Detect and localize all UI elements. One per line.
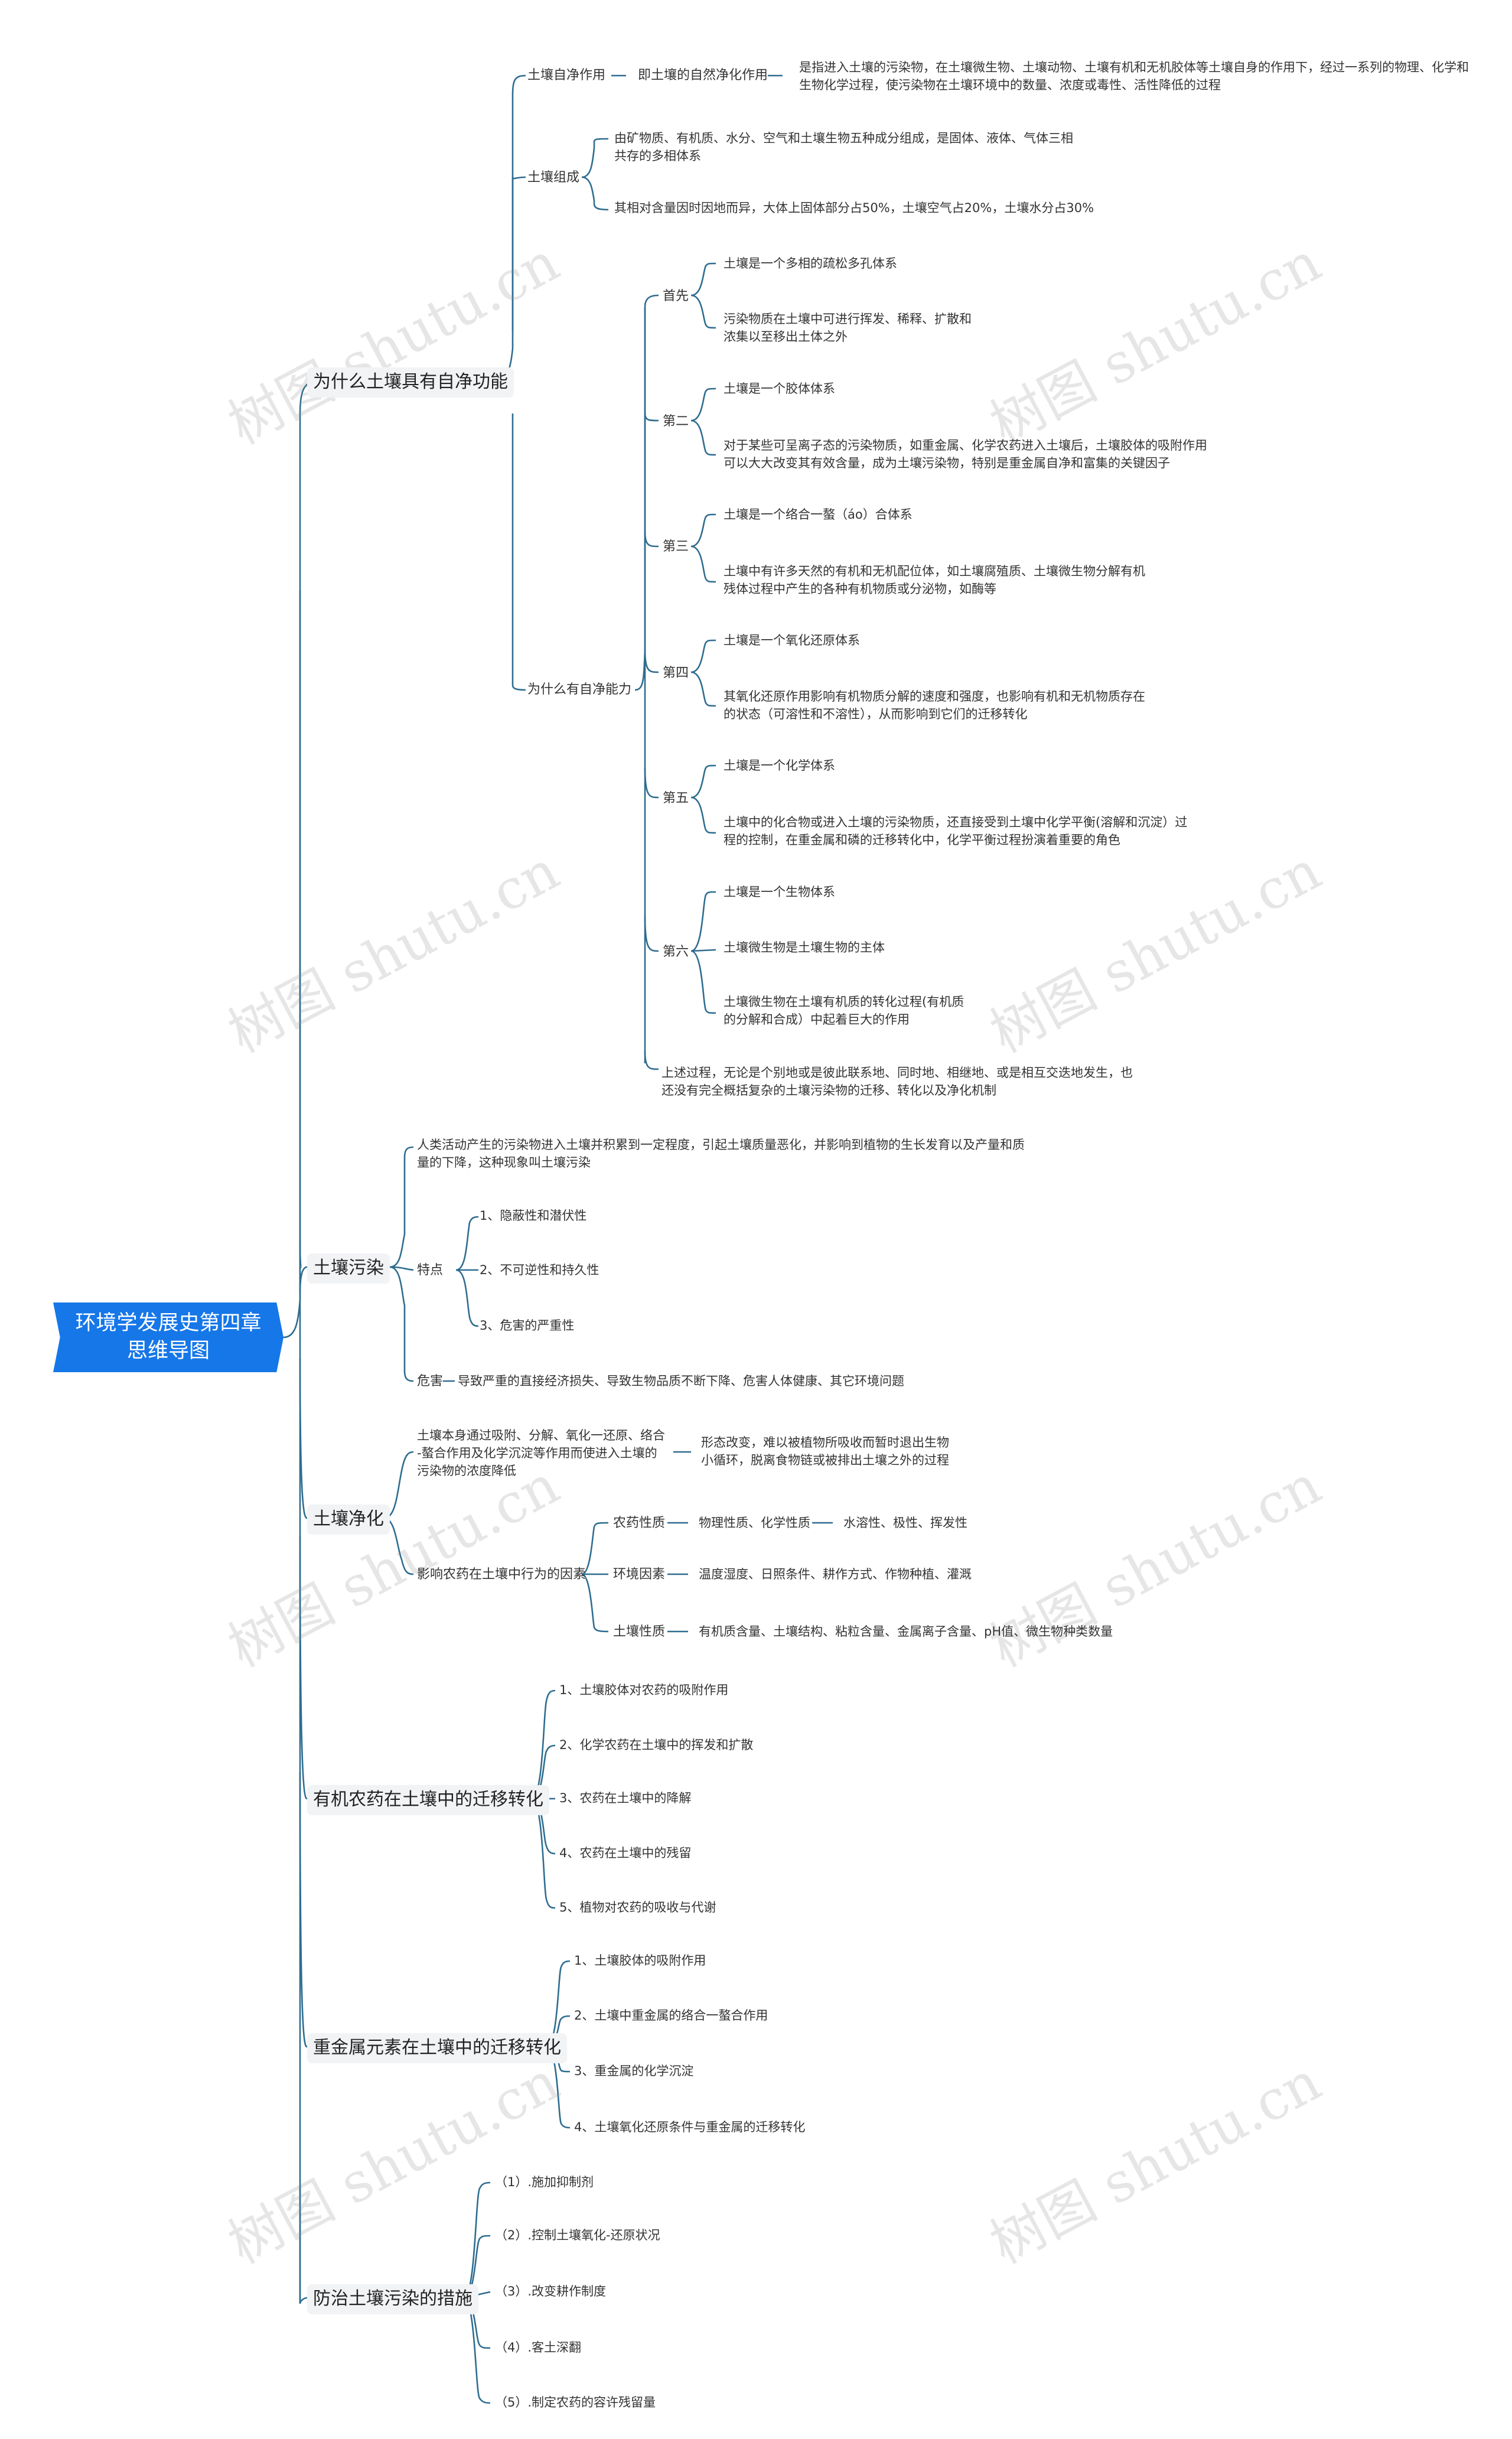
node-factor-pesticide[interactable]: 农药性质 (613, 1516, 666, 1531)
text-line: 污染物质在土壤中可进行挥发、稀释、扩散和 (724, 312, 972, 326)
node-factor-pesticide-child[interactable]: 物理性质、化学性质 (699, 1516, 810, 1530)
text-line: 土壤微生物在土壤有机质的转化过程(有机质 (724, 995, 964, 1009)
node-composition-item1[interactable]: 由矿物质、有机质、水分、空气和土壤生物五种成分组成，是固体、液体、气体三相 共存… (614, 130, 1073, 165)
branch-self-purify[interactable]: 为什么土壤具有自净功能 (307, 367, 514, 398)
node-purification-def[interactable]: 土壤本身通过吸附、分解、氧化一还原、络合 -螯合作用及化学沉淀等作用而使进入土壤… (417, 1427, 665, 1480)
text-line: 上述过程，无论是个别地或是彼此联系地、同时地、相继地、或是相互交迭地发生，也 (662, 1066, 1133, 1080)
text-line: 人类活动产生的污染物进入土壤并积累到一定程度，引起土壤质量恶化，并影响到植物的生… (417, 1138, 1025, 1152)
node-third-a[interactable]: 土壤是一个络合一螯（áo）合体系 (724, 507, 913, 522)
node-factor-soil-child[interactable]: 有机质含量、土壤结构、粘粒含量、金属离子含量、pH值、微生物种类数量 (699, 1624, 1113, 1639)
node-ability-first[interactable]: 首先 (663, 289, 689, 304)
node-pesticide-item-5[interactable]: 5、植物对农药的吸收与代谢 (559, 1900, 716, 1914)
branch-pesticide-migration[interactable]: 有机农药在土壤中的迁移转化 (307, 1785, 549, 1815)
node-self-purify-action[interactable]: 土壤自净作用 (527, 68, 606, 83)
node-first-a[interactable]: 土壤是一个多相的疏松多孔体系 (724, 256, 897, 271)
node-ability-summary[interactable]: 上述过程，无论是个别地或是彼此联系地、同时地、相继地、或是相互交迭地发生，也 还… (662, 1064, 1133, 1100)
node-feature-3[interactable]: 3、危害的严重性 (480, 1318, 575, 1333)
node-pollution-harm-text[interactable]: 导致严重的直接经济损失、导致生物品质不断下降、危害人体健康、其它环境问题 (458, 1374, 904, 1388)
node-feature-2[interactable]: 2、不可逆性和持久性 (480, 1263, 599, 1277)
text-line: 对于某些可呈离子态的污染物质，如重金属、化学农药进入土壤后，土壤胶体的吸附作用 (724, 438, 1207, 452)
node-prevention-item-4[interactable]: （4）.客土深翻 (495, 2340, 582, 2355)
text-line: 形态改变，难以被植物所吸收而暂时退出生物 (701, 1435, 949, 1450)
node-factor-environment-child[interactable]: 温度湿度、日照条件、耕作方式、作物种植、灌溉 (699, 1567, 972, 1581)
text-line: 量的下降，这种现象叫土壤污染 (417, 1155, 591, 1170)
node-ability-third[interactable]: 第三 (663, 539, 689, 554)
node-fourth-a[interactable]: 土壤是一个氧化还原体系 (724, 633, 860, 647)
text-line: 是指进入土壤的污染物，在土壤微生物、土壤动物、土壤有机和无机胶体等土壤自身的作用… (799, 60, 1469, 74)
text-line: 其氧化还原作用影响有机物质分解的速度和强度，也影响有机和无机物质存在 (724, 689, 1145, 704)
node-prevention-item-5[interactable]: （5）.制定农药的容许残留量 (495, 2395, 656, 2409)
branch-pollution[interactable]: 土壤污染 (307, 1253, 390, 1284)
text-line: 土壤中的化合物或进入土壤的污染物质，还直接受到土壤中化学平衡(溶解和沉淀）过 (724, 815, 1188, 829)
branch-prevention[interactable]: 防治土壤污染的措施 (307, 2284, 478, 2314)
text-line: 生物化学过程，使污染物在土壤环境中的数量、浓度或毒性、活性降低的过程 (799, 77, 1221, 92)
node-composition[interactable]: 土壤组成 (527, 170, 580, 185)
node-pollution-def[interactable]: 人类活动产生的污染物进入土壤并积累到一定程度，引起土壤质量恶化，并影响到植物的生… (417, 1137, 1025, 1172)
node-first-b[interactable]: 污染物质在土壤中可进行挥发、稀释、扩散和 浓集以至移出土体之外 (724, 311, 972, 346)
node-self-purify-def[interactable]: 即土壤的自然净化作用 (638, 68, 768, 83)
node-fifth-b[interactable]: 土壤中的化合物或进入土壤的污染物质，还直接受到土壤中化学平衡(溶解和沉淀）过 程… (724, 814, 1187, 849)
root-title-line1: 环境学发展史第四章 (75, 1311, 262, 1335)
node-metal-item-1[interactable]: 1、土壤胶体的吸附作用 (574, 1953, 706, 1968)
node-metal-item-4[interactable]: 4、土壤氧化还原条件与重金属的迁移转化 (574, 2120, 806, 2134)
text-line: 共存的多相体系 (614, 148, 701, 163)
node-ability[interactable]: 为什么有自净能力 (527, 682, 632, 697)
node-fourth-b[interactable]: 其氧化还原作用影响有机物质分解的速度和强度，也影响有机和无机物质存在 的状态（可… (724, 688, 1145, 724)
branch-heavy-metal[interactable]: 重金属元素在土壤中的迁移转化 (307, 2033, 567, 2063)
text-line: 由矿物质、有机质、水分、空气和土壤生物五种成分组成，是固体、液体、气体三相 (614, 131, 1073, 145)
node-sixth-a[interactable]: 土壤是一个生物体系 (724, 885, 835, 899)
node-feature-1[interactable]: 1、隐蔽性和潜伏性 (480, 1209, 587, 1223)
node-metal-item-3[interactable]: 3、重金属的化学沉淀 (574, 2064, 694, 2078)
node-composition-item2[interactable]: 其相对含量因时因地而异，大体上固体部分占50%，土壤空气占20%，土壤水分占30… (614, 201, 1094, 215)
node-prevention-item-1[interactable]: （1）.施加抑制剂 (495, 2175, 594, 2189)
text-line: 残体过程中产生的各种有机物质或分泌物，如酶等 (724, 581, 996, 596)
text-line: 污染物的浓度降低 (417, 1463, 516, 1478)
node-second-b[interactable]: 对于某些可呈离子态的污染物质，如重金属、化学农药进入土壤后，土壤胶体的吸附作用 … (724, 437, 1207, 473)
node-metal-item-2[interactable]: 2、土壤中重金属的络合一螯合作用 (574, 2008, 768, 2023)
node-factor-soil[interactable]: 土壤性质 (613, 1624, 666, 1639)
node-sixth-b[interactable]: 土壤微生物是土壤生物的主体 (724, 940, 885, 955)
text-line: 小循环，脱离食物链或被排出土壤之外的过程 (701, 1453, 949, 1467)
text-line: 的状态（可溶性和不溶性），从而影响到它们的迁移转化 (724, 706, 1028, 721)
text-line: 土壤中有许多天然的有机和无机配位体，如土壤腐殖质、土壤微生物分解有机 (724, 564, 1145, 578)
node-sixth-c[interactable]: 土壤微生物在土壤有机质的转化过程(有机质 的分解和合成）中起着巨大的作用 (724, 994, 964, 1029)
node-self-purify-detail[interactable]: 是指进入土壤的污染物，在土壤微生物、土壤动物、土壤有机和无机胶体等土壤自身的作用… (799, 59, 1469, 95)
node-factor-pesticide-grandchild[interactable]: 水溶性、极性、挥发性 (843, 1516, 967, 1530)
text-line: 还没有完全概括复杂的土壤污染物的迁移、转化以及净化机制 (662, 1083, 996, 1098)
node-pesticide-item-3[interactable]: 3、农药在土壤中的降解 (559, 1791, 692, 1805)
node-pesticide-item-1[interactable]: 1、土壤胶体对农药的吸附作用 (559, 1683, 729, 1697)
node-ability-second[interactable]: 第二 (663, 414, 689, 429)
node-prevention-item-3[interactable]: （3）.改变耕作制度 (495, 2284, 607, 2298)
node-factors[interactable]: 影响农药在土壤中行为的因素 (417, 1567, 586, 1582)
node-ability-sixth[interactable]: 第六 (663, 945, 689, 959)
text-line: 可以大大改变其有效含量，成为土壤污染物，特别是重金属自净和富集的关键因子 (724, 455, 1170, 470)
node-pollution-harm[interactable]: 危害 (417, 1374, 444, 1389)
text-line: 土壤本身通过吸附、分解、氧化一还原、络合 (417, 1428, 665, 1442)
text-line: 程的控制，在重金属和磷的迁移转化中，化学平衡过程扮演着重要的角色 (724, 832, 1120, 847)
root-title-line2: 思维导图 (126, 1339, 210, 1363)
node-fifth-a[interactable]: 土壤是一个化学体系 (724, 758, 835, 773)
node-ability-fourth[interactable]: 第四 (663, 666, 689, 680)
branch-purification[interactable]: 土壤净化 (307, 1505, 390, 1535)
node-third-b[interactable]: 土壤中有许多天然的有机和无机配位体，如土壤腐殖质、土壤微生物分解有机 残体过程中… (724, 563, 1145, 598)
text-line: 的分解和合成）中起着巨大的作用 (724, 1012, 910, 1027)
node-pesticide-item-4[interactable]: 4、农药在土壤中的残留 (559, 1846, 692, 1860)
node-second-a[interactable]: 土壤是一个胶体体系 (724, 382, 835, 396)
text-line: 浓集以至移出土体之外 (724, 329, 848, 344)
node-prevention-item-2[interactable]: （2）.控制土壤氧化-还原状况 (495, 2228, 660, 2242)
node-ability-fifth[interactable]: 第五 (663, 791, 689, 806)
node-pesticide-item-2[interactable]: 2、化学农药在土壤中的挥发和扩散 (559, 1738, 754, 1752)
root-node[interactable]: 环境学发展史第四章 思维导图 (53, 1302, 284, 1372)
node-factor-environment[interactable]: 环境因素 (613, 1567, 666, 1582)
node-purification-def-child[interactable]: 形态改变，难以被植物所吸收而暂时退出生物 小循环，脱离食物链或被排出土壤之外的过… (701, 1434, 949, 1470)
text-line: -螯合作用及化学沉淀等作用而使进入土壤的 (417, 1445, 657, 1460)
node-pollution-features[interactable]: 特点 (417, 1263, 444, 1278)
